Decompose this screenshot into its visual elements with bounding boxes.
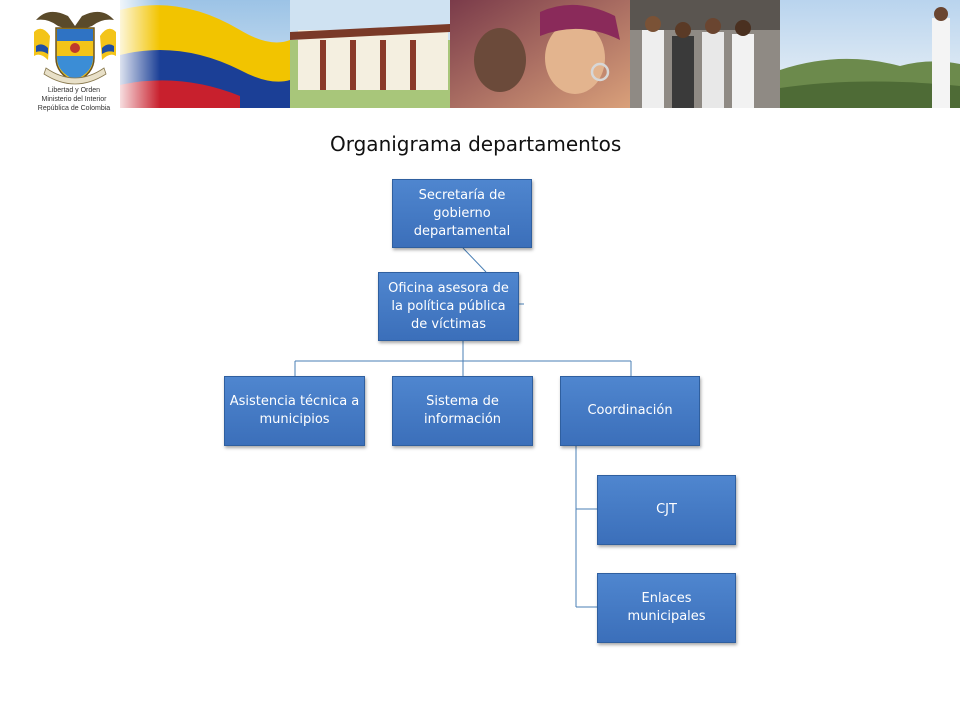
- connector-root-office: [462, 247, 487, 273]
- node-enlaces-municipales: Enlaces municipales: [597, 573, 736, 643]
- coat-of-arms-logo: [34, 11, 116, 85]
- logo-caption-line: Ministerio del Interior: [41, 96, 107, 103]
- node-sistema-informacion: Sistema de información: [392, 376, 533, 446]
- header-banner: Libertad y Orden Ministerio del Interior…: [0, 0, 960, 118]
- logo-caption: Libertad y Orden Ministerio del Interior…: [18, 86, 130, 113]
- photo-collage-banner: [120, 0, 960, 108]
- node-cjt: CJT: [597, 475, 736, 545]
- node-coordinacion: Coordinación: [560, 376, 700, 446]
- node-asistencia-tecnica: Asistencia técnica a municipios: [224, 376, 365, 446]
- page-title: Organigrama departamentos: [330, 132, 622, 156]
- logo-caption-line: República de Colombia: [37, 105, 111, 112]
- node-secretaria: Secretaría de gobierno departamental: [392, 179, 532, 248]
- node-oficina-asesora: Oficina asesora de la política pública d…: [378, 272, 519, 341]
- logo-caption-line: Libertad y Orden: [47, 87, 101, 94]
